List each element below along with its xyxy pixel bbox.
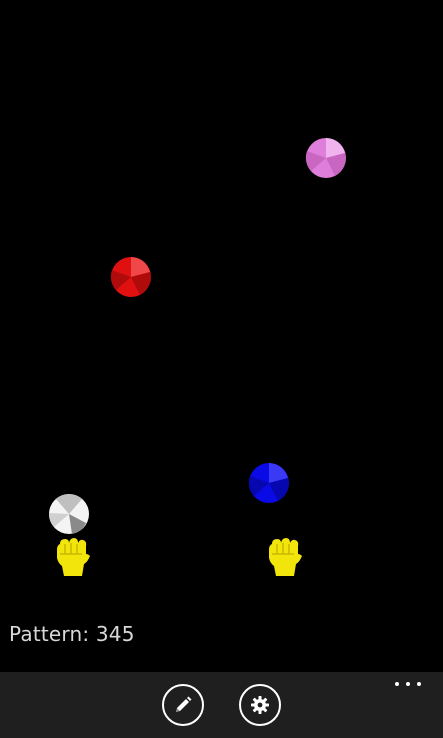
juggling-stage: Pattern: 345 [9,137,347,646]
right-hand-icon [264,536,304,578]
white-ball [48,493,90,535]
pink-ball [305,137,347,179]
edit-pattern-button[interactable] [162,684,204,726]
ellipsis-icon[interactable] [395,676,421,692]
gear-icon [251,696,269,714]
application-bar [0,672,443,738]
pattern-label: Pattern: 345 [9,622,135,646]
blue-ball [248,462,290,504]
pencil-icon [176,696,192,712]
left-hand-icon [52,536,92,578]
settings-button[interactable] [239,684,281,726]
red-ball [110,256,152,298]
